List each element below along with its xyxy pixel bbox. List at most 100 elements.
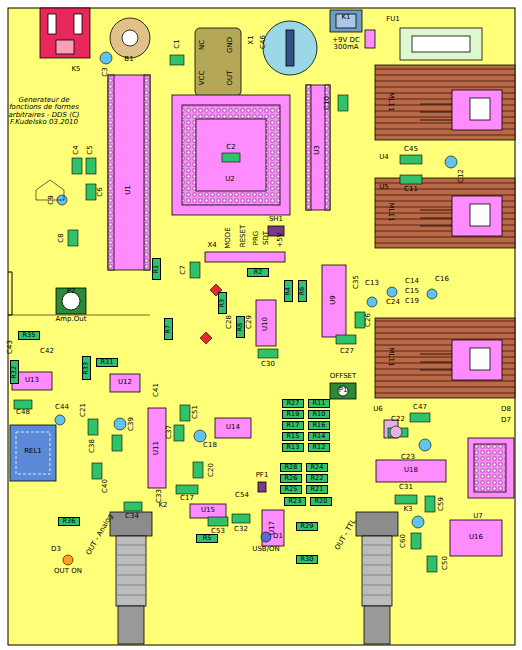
part-label: C21 — [80, 403, 87, 417]
part-label: C39 — [128, 417, 135, 431]
part-label: X1 — [248, 35, 255, 44]
resistor-box: R16 — [308, 421, 330, 430]
part-label: PRG — [253, 231, 260, 246]
part-label: D7 — [501, 417, 511, 424]
part-label: R15 — [287, 433, 300, 440]
part-label: C3 — [102, 67, 109, 76]
part-label: C14 — [405, 278, 419, 285]
part-label: C10 — [324, 96, 331, 110]
part-label: C12 — [458, 169, 465, 183]
part-label: U2 — [225, 176, 235, 183]
resistor-box: R24 — [306, 463, 328, 472]
resistor-box: R27 — [282, 399, 304, 408]
resistor-box: R19 — [282, 410, 304, 419]
resistor-box: R22 — [306, 474, 328, 483]
part-label: U16 — [469, 534, 483, 541]
resistor-box: R6 — [298, 280, 307, 302]
resistor-box: R25 — [280, 485, 302, 494]
part-label: R5 — [203, 535, 212, 542]
part-label: U7 — [473, 513, 483, 520]
part-label: C35 — [353, 275, 360, 289]
part-label: R14 — [313, 433, 326, 440]
part-label: C47 — [413, 404, 427, 411]
part-label: OUT - Analog — [85, 513, 114, 557]
resistor-box: R28 — [280, 463, 302, 472]
part-label: R29 — [301, 523, 314, 530]
part-label: C20 — [208, 463, 215, 477]
part-label: R1 — [153, 265, 160, 274]
part-label: R17 — [287, 422, 300, 429]
part-label: U10 — [262, 317, 269, 331]
part-label: C24 — [386, 299, 400, 306]
part-label: GND — [227, 37, 234, 53]
part-label: +9V DC 300mA — [331, 37, 361, 52]
part-label: R25 — [285, 486, 298, 493]
part-label: C51 — [192, 405, 199, 419]
part-label: U12 — [118, 379, 132, 386]
part-label: Amp.Out — [56, 316, 87, 323]
part-label: U15 — [201, 507, 215, 514]
board-title: Generateur de fonctions de formes arbitr… — [7, 97, 81, 126]
part-label: C7 — [180, 265, 187, 274]
part-label: C59 — [438, 497, 445, 511]
connectors — [10, 8, 514, 498]
part-label: R11 — [313, 400, 326, 407]
part-label: U3 — [314, 145, 321, 155]
part-label: C41 — [153, 383, 160, 397]
part-label: PF1 — [256, 472, 269, 479]
leds-and-parts — [36, 180, 402, 565]
part-label: R36 — [63, 518, 76, 525]
part-label: C33 — [156, 489, 163, 503]
part-label: R10 — [313, 411, 326, 418]
part-label: R16 — [313, 422, 326, 429]
part-label: C38 — [89, 439, 96, 453]
resistor-box: R11 — [308, 399, 330, 408]
part-label: C9 — [48, 195, 55, 204]
heatsinks — [375, 65, 515, 398]
part-label: C16 — [435, 276, 449, 283]
part-label: C48 — [16, 409, 30, 416]
part-label: K2 — [158, 502, 167, 509]
part-label: R13 — [287, 444, 300, 451]
part-label: R30 — [301, 556, 314, 563]
part-label: C40 — [102, 479, 109, 493]
resistor-box: R2 — [247, 268, 269, 277]
part-label: K5 — [71, 66, 80, 73]
part-label: C17 — [180, 495, 194, 502]
resistor-box: R7 — [164, 318, 173, 340]
part-label: C45 — [404, 146, 418, 153]
resistor-box: R30 — [296, 555, 318, 564]
resistor-box: R35 — [18, 331, 40, 340]
resistor-box: R15 — [282, 432, 304, 441]
part-label: C18 — [203, 442, 217, 449]
part-label: R32 — [11, 366, 18, 379]
part-label: VCC — [199, 71, 206, 86]
part-label: R7 — [165, 325, 172, 334]
resistor-box: R3 — [218, 292, 227, 314]
part-label: OUT - TTL — [334, 518, 357, 551]
part-label: C6 — [97, 187, 104, 196]
part-label: U11 — [153, 441, 160, 455]
capacitors — [14, 55, 437, 572]
bnc-connectors — [110, 512, 398, 644]
part-label: NC — [199, 40, 206, 50]
part-label: OUT ON — [54, 568, 82, 575]
part-label: ML11 — [386, 93, 393, 112]
resistor-box: R10 — [308, 410, 330, 419]
resistor-box: R4 — [284, 280, 293, 302]
part-label: C19 — [405, 298, 419, 305]
part-label: FU1 — [386, 16, 400, 23]
part-label: SDT — [263, 231, 270, 245]
part-label: U6 — [373, 406, 383, 413]
part-label: ML11 — [386, 203, 393, 222]
part-label: R23 — [289, 498, 302, 505]
resistor-box: R29 — [296, 522, 318, 531]
resistor-box: R33 — [82, 356, 91, 380]
part-label: RESET — [240, 225, 247, 247]
part-label: P2 — [67, 288, 76, 295]
part-label: C4 — [73, 145, 80, 154]
resistor-box: R13 — [282, 443, 304, 452]
part-label: C50 — [442, 556, 449, 570]
part-label: C54 — [235, 492, 249, 499]
